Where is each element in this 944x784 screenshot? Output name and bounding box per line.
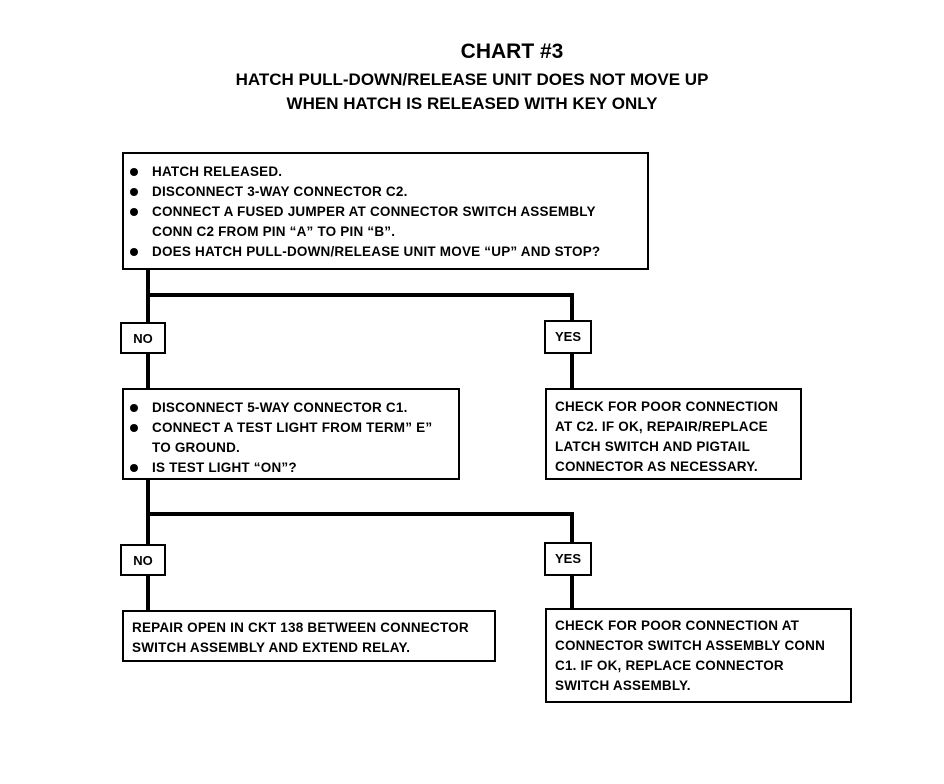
step1-box: HATCH RELEASED. DISCONNECT 3-WAY CONNECT… [122, 152, 649, 270]
branch2-no-label: NO [120, 544, 166, 576]
chart-subtitle-line-2: WHEN HATCH IS RELEASED WITH KEY ONLY [286, 94, 658, 113]
chart-subtitle-line-1: HATCH PULL-DOWN/RELEASE UNIT DOES NOT MO… [235, 70, 709, 89]
chart-title: CHART #3 [460, 40, 564, 63]
bullet-icon [130, 464, 138, 472]
bullet-icon [130, 188, 138, 196]
step2-item: CONNECT A TEST LIGHT FROM TERM” E” TO GR… [124, 418, 450, 458]
step1-item: HATCH RELEASED. [124, 162, 639, 182]
branch1-yes-label: YES [544, 320, 592, 354]
step1-item: CONNECT A FUSED JUMPER AT CONNECTOR SWIT… [124, 202, 639, 242]
step1-item: DOES HATCH PULL-DOWN/RELEASE UNIT MOVE “… [124, 242, 639, 262]
step2-item: DISCONNECT 5-WAY CONNECTOR C1. [124, 398, 450, 418]
branch2-yes-result-box: CHECK FOR POOR CONNECTION AT CONNECTOR S… [545, 608, 852, 703]
bullet-icon [130, 208, 138, 216]
step2-box: DISCONNECT 5-WAY CONNECTOR C1. CONNECT A… [122, 388, 460, 480]
branch1-yes-result-text: CHECK FOR POOR CONNECTION AT C2. IF OK, … [555, 399, 779, 474]
branch2-no-result-text: REPAIR OPEN IN CKT 138 BETWEEN CONNECTOR… [132, 620, 469, 655]
bullet-icon [130, 424, 138, 432]
branch2-yes-label: YES [544, 542, 592, 576]
step2-item: IS TEST LIGHT “ON”? [124, 458, 450, 478]
branch1-yes-result-box: CHECK FOR POOR CONNECTION AT C2. IF OK, … [545, 388, 802, 480]
bullet-icon [130, 168, 138, 176]
branch1-no-label: NO [120, 322, 166, 354]
step1-list: HATCH RELEASED. DISCONNECT 3-WAY CONNECT… [124, 162, 639, 262]
bullet-icon [130, 404, 138, 412]
step2-list: DISCONNECT 5-WAY CONNECTOR C1. CONNECT A… [124, 398, 450, 478]
bullet-icon [130, 248, 138, 256]
branch2-yes-result-text: CHECK FOR POOR CONNECTION AT CONNECTOR S… [555, 618, 826, 693]
step1-item: DISCONNECT 3-WAY CONNECTOR C2. [124, 182, 639, 202]
branch2-no-result-box: REPAIR OPEN IN CKT 138 BETWEEN CONNECTOR… [122, 610, 496, 662]
